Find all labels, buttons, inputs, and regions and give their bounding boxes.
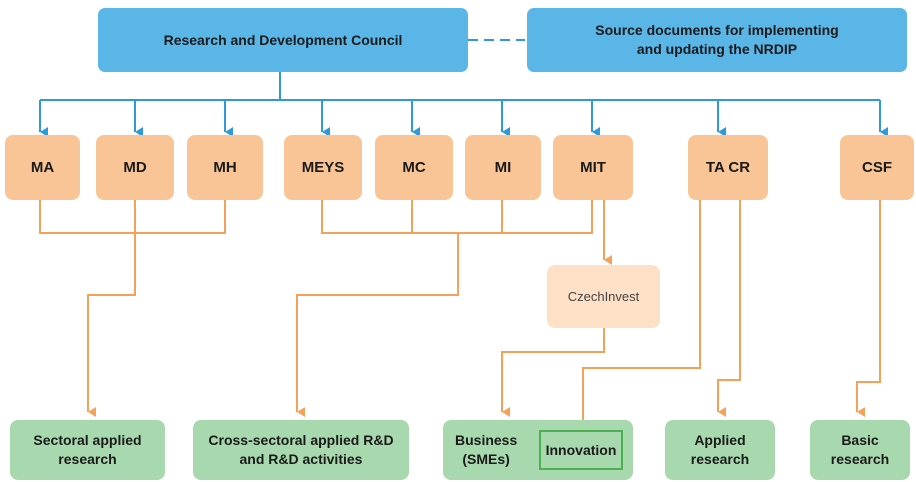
org-mit: MIT [553, 135, 633, 200]
org-ma: MA [5, 135, 80, 200]
org-meys-label: MEYS [301, 159, 345, 176]
orange-flows [39, 200, 881, 430]
org-csf: CSF [840, 135, 914, 200]
outcome-cross-sectoral-label: Cross-sectoral applied R&D and R&D activ… [208, 432, 394, 467]
innovation-label: Innovation [545, 441, 617, 458]
org-mc: MC [375, 135, 453, 200]
org-meys: MEYS [284, 135, 362, 200]
org-md-label: MD [123, 159, 147, 176]
outcome-business: Business (SMEs) Innovation [443, 420, 633, 480]
source-documents-label: Source documents for implementing and up… [595, 22, 839, 57]
org-md: MD [96, 135, 174, 200]
outcome-applied: Applied research [665, 420, 775, 480]
org-csf-label: CSF [862, 159, 892, 176]
outcome-basic: Basic research [810, 420, 910, 480]
czechinvest-box: CzechInvest [547, 265, 660, 328]
source-documents-box: Source documents for implementing and up… [527, 8, 907, 72]
org-ma-label: MA [30, 159, 55, 176]
outcome-sectoral: Sectoral applied research [10, 420, 165, 480]
council-label: Research and Development Council [163, 31, 403, 48]
org-mc-label: MC [402, 159, 426, 176]
org-tacr: TA CR [688, 135, 768, 200]
org-tacr-label: TA CR [705, 159, 751, 176]
outcome-business-label: Business (SMEs) [455, 432, 518, 467]
org-mi: MI [465, 135, 541, 200]
outcome-cross-sectoral: Cross-sectoral applied R&D and R&D activ… [193, 420, 409, 480]
innovation-box: Innovation [539, 430, 623, 470]
blue-distribution [39, 72, 888, 137]
czechinvest-label: CzechInvest [567, 289, 640, 304]
org-mh: MH [187, 135, 263, 200]
org-mh-label: MH [213, 159, 237, 176]
outcome-applied-label: Applied research [690, 432, 750, 467]
outcome-sectoral-label: Sectoral applied research [33, 432, 142, 467]
org-mi-label: MI [494, 159, 512, 176]
council-box: Research and Development Council [98, 8, 468, 72]
org-mit-label: MIT [580, 159, 606, 176]
outcome-basic-label: Basic research [830, 432, 890, 467]
